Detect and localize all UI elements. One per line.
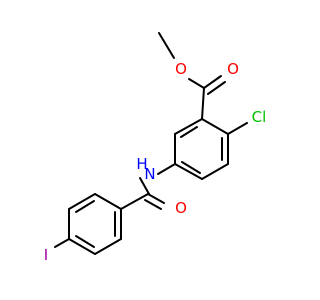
bond-amide-ring bbox=[120, 193, 149, 210]
bond-ester-co-2 bbox=[207, 81, 226, 95]
bond-ring1-f bbox=[201, 118, 229, 135]
bond-carbonyl-ring bbox=[201, 87, 205, 120]
bond-methyl-o bbox=[158, 32, 175, 59]
amide-hydrogen-label: H bbox=[136, 155, 147, 173]
bond-ring-cl bbox=[227, 122, 248, 135]
bond-ring2-a bbox=[94, 193, 122, 210]
iodine-label: I bbox=[44, 246, 48, 264]
bond-n-amide-c bbox=[139, 177, 150, 195]
amide-nitrogen-label: N bbox=[144, 165, 155, 183]
ester-carbonyl-oxygen-label: O bbox=[227, 60, 239, 78]
bond-ring1-a bbox=[174, 118, 203, 135]
bond-ring-i bbox=[54, 238, 70, 248]
bond-ester-co-1 bbox=[203, 75, 222, 89]
methoxy-oxygen-label: O bbox=[175, 60, 187, 78]
bond-ring2-e bbox=[94, 238, 122, 255]
chlorine-label: Cl bbox=[252, 108, 267, 126]
bond-ring2-b bbox=[68, 193, 96, 210]
bond-ring2-d bbox=[68, 238, 96, 255]
amide-carbonyl-oxygen-label: O bbox=[175, 199, 187, 217]
bonds bbox=[54, 32, 248, 255]
bond-ring1-d bbox=[201, 163, 229, 180]
atom-labels: O O Cl H N O I bbox=[44, 60, 267, 264]
bond-ring1-inner-b bbox=[181, 161, 201, 174]
bond-ring2-inner-a bbox=[75, 200, 95, 213]
molecule-structure: O O Cl H N O I bbox=[43, 32, 267, 264]
bond-ring1-inner-a bbox=[180, 126, 198, 138]
bond-ring-n bbox=[157, 163, 176, 175]
bond-amide-co-1 bbox=[147, 193, 165, 204]
bond-o-carbonyl bbox=[188, 78, 205, 89]
bond-ring2-inner-b bbox=[75, 235, 95, 248]
bond-ring1-c bbox=[174, 163, 203, 180]
bond-amide-co-2 bbox=[144, 199, 162, 210]
